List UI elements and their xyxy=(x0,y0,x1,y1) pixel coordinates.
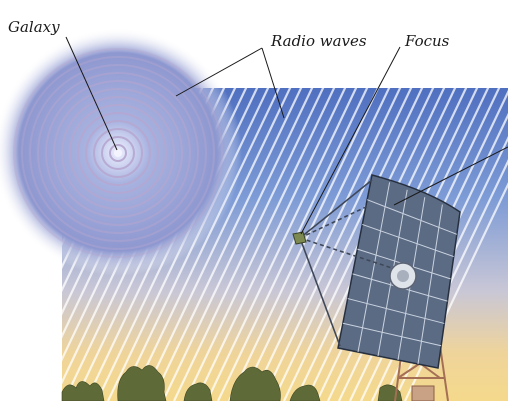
galaxy-label: Galaxy xyxy=(8,18,60,36)
galaxy-icon xyxy=(0,28,242,276)
radio-waves-label: Radio waves xyxy=(271,32,367,50)
leader-lines xyxy=(65,36,508,235)
focus-label: Focus xyxy=(405,32,450,50)
trees-icon xyxy=(61,365,403,402)
radio-telescope-icon xyxy=(292,174,461,402)
